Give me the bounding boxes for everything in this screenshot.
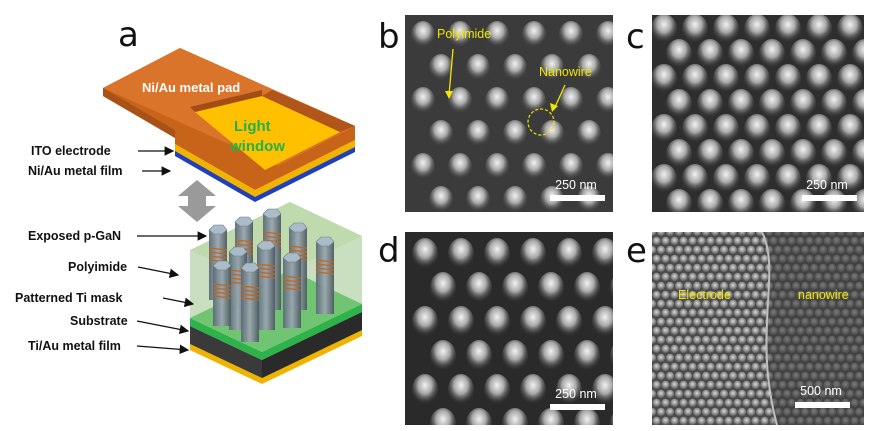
window-label-line2: window	[230, 138, 285, 155]
scale-bar-d	[550, 404, 605, 410]
nanowire	[315, 236, 335, 314]
panel-letter-c: c	[626, 17, 645, 57]
ti-mask-layer	[190, 304, 362, 360]
label-ti-mask: Patterned Ti mask	[15, 291, 123, 305]
label-niau-film: Ni/Au metal film	[28, 164, 123, 178]
pad-label: Ni/Au metal pad	[142, 80, 241, 95]
label-nanowire-b: Nanowire	[539, 65, 592, 79]
substrate-layer	[190, 312, 362, 378]
label-tiau-film: Ti/Au metal film	[28, 339, 121, 353]
nanowire	[256, 240, 276, 330]
nanowire	[282, 252, 302, 328]
double-arrow-icon	[178, 180, 216, 222]
sem-image-c: 250 nm	[652, 15, 864, 212]
panel-letter-a: a	[118, 15, 139, 55]
label-electrode-e: Electrode	[678, 288, 731, 302]
scale-text-c: 250 nm	[806, 178, 848, 192]
scale-bar-b	[550, 195, 605, 201]
label-polyimide: Polyimide	[68, 260, 128, 274]
ito-layer	[175, 146, 355, 202]
label-nanowire-e: nanowire	[798, 288, 849, 302]
panel-letter-e: e	[626, 231, 647, 271]
nanowire	[240, 262, 260, 342]
device-schematic	[103, 48, 362, 384]
tiau-film-layer	[190, 330, 362, 384]
scale-bar-c	[802, 195, 857, 201]
scale-bar-e	[795, 402, 850, 408]
label-polyimide-b: Polyimide	[437, 27, 492, 41]
label-ito-electrode: ITO electrode	[31, 144, 111, 158]
label-substrate: Substrate	[70, 314, 128, 328]
scale-text-e: 500 nm	[800, 384, 842, 398]
sem-image-d: 250 nm	[405, 232, 613, 425]
sem-image-b: Polyimide Nanowire 250 nm	[405, 15, 613, 212]
panel-letter-b: b	[378, 17, 400, 57]
sem-image-e: Electrode nanowire 500 nm	[652, 232, 864, 425]
niau-film-layer	[175, 140, 355, 197]
light-window	[195, 96, 340, 170]
window-label-line1: Light	[234, 118, 271, 135]
scale-text-b: 250 nm	[555, 178, 597, 192]
leader-arrows	[136, 146, 208, 355]
panel-letter-d: d	[378, 231, 400, 271]
nanowire-array	[208, 208, 335, 342]
nanowire	[212, 260, 232, 326]
label-exposed-pgan: Exposed p-GaN	[28, 229, 122, 243]
scale-text-d: 250 nm	[555, 387, 597, 401]
